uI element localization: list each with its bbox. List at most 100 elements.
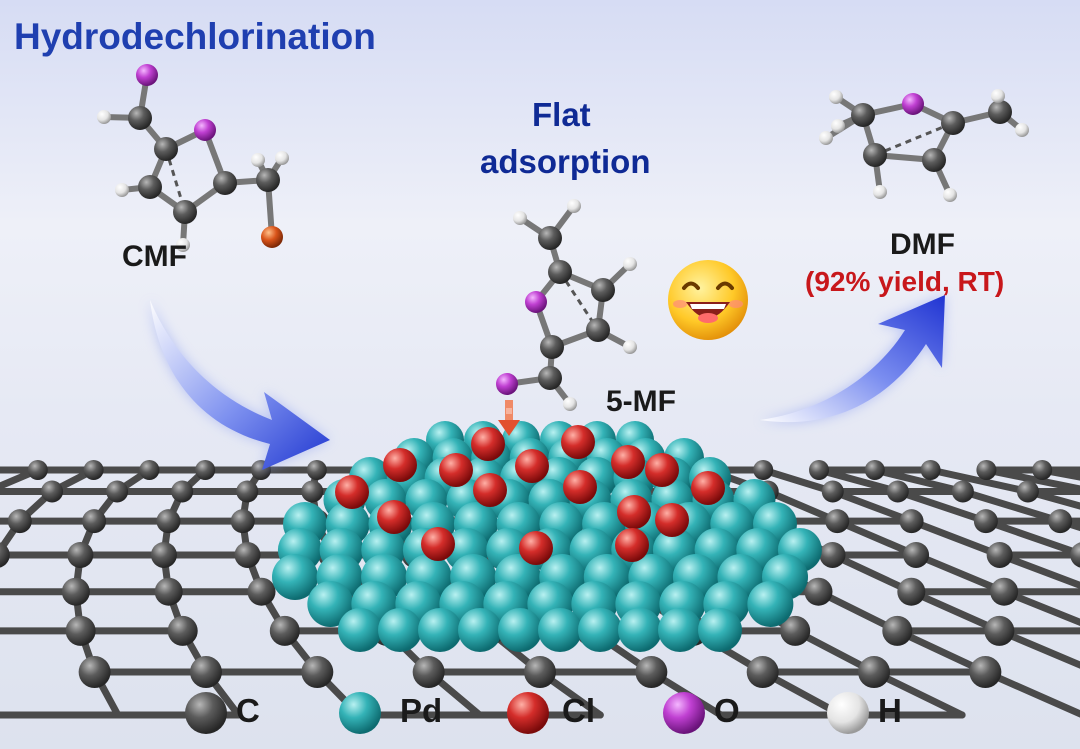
- graphene-carbon-atom: [83, 460, 104, 480]
- graphene-carbon-atom: [1032, 460, 1053, 480]
- graphene-carbon-atom: [0, 542, 10, 568]
- graphene-carbon-atom: [969, 656, 1002, 689]
- legend-sphere-h: [827, 692, 869, 734]
- atom-h: [831, 119, 845, 133]
- graphene-carbon-atom: [819, 541, 846, 568]
- legend-label-o: O: [714, 692, 740, 729]
- atom-c: [863, 143, 887, 167]
- chlorine-atom: [655, 503, 689, 537]
- chlorine-atom: [561, 425, 595, 459]
- graphene-carbon-atom: [886, 480, 909, 503]
- atom-o: [902, 93, 924, 115]
- atom-c: [941, 111, 965, 135]
- graphene-carbon-atom: [780, 615, 811, 646]
- graphene-bond: [871, 466, 967, 496]
- legend-sphere-c: [185, 692, 227, 734]
- graphene-bond: [981, 668, 1080, 718]
- graphene-bond: [1000, 588, 1080, 627]
- atom-h: [115, 183, 129, 197]
- graphene-carbon-atom: [973, 509, 998, 534]
- graphene-carbon-atom: [139, 460, 160, 480]
- adsorption-arrow-icon: [498, 400, 520, 436]
- graphene-bond: [959, 488, 1064, 525]
- graphene-carbon-atom: [984, 615, 1015, 646]
- 5mf-molecule: [496, 199, 637, 411]
- pd-atom: [747, 581, 794, 627]
- chlorine-atom: [377, 500, 411, 534]
- pd-atom: [418, 608, 462, 652]
- graphene-carbon-atom: [746, 656, 779, 689]
- atom-c: [128, 106, 152, 130]
- chlorine-atom: [615, 528, 649, 562]
- atom-c: [154, 137, 178, 161]
- atom-h: [563, 397, 577, 411]
- chlorine-atom: [563, 470, 597, 504]
- happy-face-emoji-icon: [668, 260, 748, 340]
- graphene-bond: [912, 551, 1008, 596]
- atom-c: [591, 278, 615, 302]
- graphene-bond: [829, 551, 915, 596]
- graphene-carbon-atom: [524, 656, 556, 689]
- graphene-bond: [1024, 488, 1080, 510]
- graphene-carbon-atom: [864, 460, 885, 480]
- chlorine-atom: [473, 473, 507, 507]
- reaction-arrow-icon: [760, 295, 945, 423]
- graphene-bond: [870, 668, 966, 719]
- aromatic-bond: [874, 121, 954, 157]
- graphene-bond: [927, 466, 1032, 496]
- graphene-carbon-atom: [27, 460, 48, 480]
- graphene-carbon-atom: [990, 577, 1019, 606]
- atom-c: [538, 226, 562, 250]
- atom-h: [1015, 123, 1029, 137]
- legend-label-pd: Pd: [400, 692, 443, 729]
- atom-c: [213, 171, 237, 195]
- pd-atom: [338, 608, 382, 652]
- graphene-carbon-atom: [41, 480, 64, 503]
- graphene-carbon-atom: [195, 460, 216, 480]
- graphene-bond: [759, 466, 837, 496]
- chlorine-atom: [645, 453, 679, 487]
- pd-atom: [698, 608, 742, 652]
- dmf-label: DMF: [890, 228, 955, 261]
- atom-c: [138, 175, 162, 199]
- graphene-carbon-atom: [7, 509, 32, 534]
- atom-c: [548, 260, 572, 284]
- graphene-carbon-atom: [903, 541, 930, 568]
- dmf-molecule: [819, 89, 1029, 202]
- graphene-carbon-atom: [106, 480, 129, 503]
- graphene-carbon-atom: [61, 577, 90, 606]
- graphene-bond: [833, 517, 920, 559]
- chlorine-atom: [335, 475, 369, 509]
- legend-sphere-cl: [507, 692, 549, 734]
- atom-h: [251, 153, 265, 167]
- graphene-carbon-atom: [412, 656, 445, 689]
- graphene-carbon-atom: [67, 541, 94, 568]
- atom-h: [829, 90, 843, 104]
- graphene-carbon-atom: [171, 480, 194, 503]
- dmf-yield-label: (92% yield, RT): [805, 266, 1005, 297]
- cmf-label: CMF: [122, 240, 187, 273]
- atom-c: [851, 103, 875, 127]
- graphene-carbon-atom: [306, 460, 327, 480]
- graphene-bond: [982, 517, 1080, 558]
- intermediate-label: 5-MF: [606, 385, 676, 418]
- graphene-carbon-atom: [301, 480, 324, 503]
- graphene-bond: [893, 627, 989, 676]
- chlorine-atom: [439, 453, 473, 487]
- graphene-carbon-atom: [1070, 542, 1080, 568]
- graphene-carbon-atom: [230, 509, 255, 534]
- graphene-bond: [982, 466, 1080, 493]
- graphene-carbon-atom: [951, 480, 974, 503]
- graphene-carbon-atom: [301, 656, 334, 689]
- graphene-bond: [894, 488, 990, 525]
- graphene-carbon-atom: [189, 656, 222, 689]
- legend-label-c: C: [236, 692, 260, 729]
- chlorine-atom: [617, 495, 651, 529]
- graphene-carbon-atom: [858, 656, 891, 689]
- pd-atom: [378, 608, 422, 652]
- graphene-bond: [907, 588, 1003, 635]
- atom-br: [261, 226, 283, 248]
- atom-c: [538, 366, 562, 390]
- pd-atom: [272, 554, 318, 600]
